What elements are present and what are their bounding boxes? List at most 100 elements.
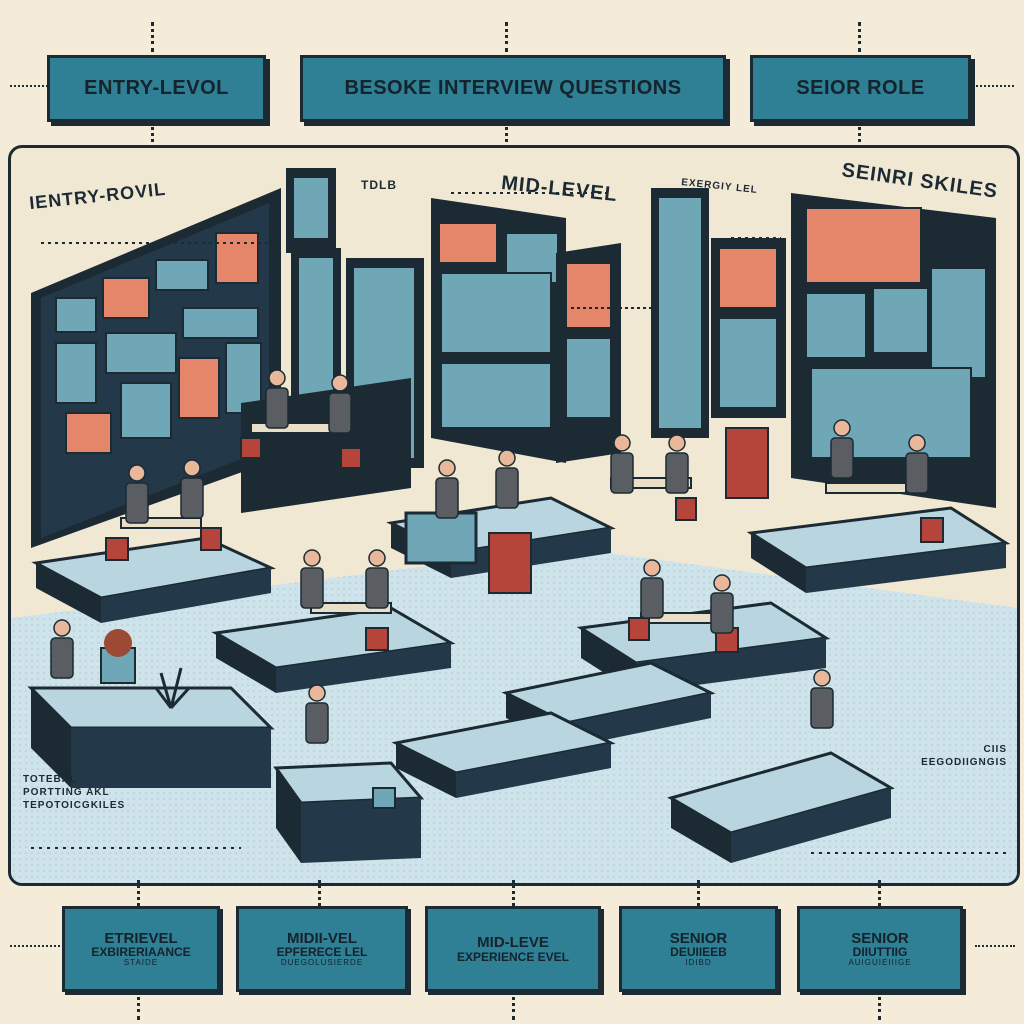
bottom-label-mid-2: MID-LEVE EXPERIENCE EVEL bbox=[425, 906, 601, 992]
bottom-label-senior-2-note: AUIGUIEIIIGE bbox=[848, 957, 912, 967]
card bbox=[215, 232, 259, 284]
table bbox=[250, 422, 332, 434]
reception-counter bbox=[27, 686, 275, 730]
bottom-label-senior-2-title: SENIOR bbox=[851, 929, 909, 947]
connector-horizontal-right bbox=[968, 85, 1014, 87]
bottom-label-entry: ETRIEVEL EXBIRERIAANCE STAIDE bbox=[62, 906, 220, 992]
chair bbox=[920, 517, 944, 543]
connector-bottom-horizontal-right bbox=[975, 945, 1015, 947]
table bbox=[120, 517, 202, 529]
display-bench-right-side bbox=[731, 788, 891, 863]
card bbox=[718, 317, 778, 409]
bottom-label-mid-2-title: MID-LEVE bbox=[477, 933, 549, 951]
connector-bottom-3 bbox=[512, 880, 515, 906]
chair bbox=[240, 437, 262, 459]
entry-level-header-label: ENTRY-LEVOL bbox=[84, 77, 229, 99]
connector-left-down bbox=[151, 120, 154, 148]
interview-questions-header: BESOKE INTERVIEW QUESTIONS bbox=[300, 55, 726, 122]
bottom-label-mid-1-title: MIDII-VEL bbox=[287, 929, 357, 947]
zone-tag-entry: TDLB bbox=[361, 178, 397, 192]
senior-role-header: SEIOR ROLE bbox=[750, 55, 971, 122]
display-bench-right-side bbox=[671, 798, 731, 863]
reception-counter-side bbox=[71, 728, 271, 788]
bottom-label-senior-1-subtitle: DEUIIEEB bbox=[670, 945, 727, 960]
illustration-panel: IENTRY-ROVIL TDLB MID-LEVEL EXERGIY LEL … bbox=[8, 145, 1020, 886]
platform-lower-left-side bbox=[216, 633, 276, 693]
card bbox=[102, 277, 150, 319]
card bbox=[182, 307, 259, 339]
bottom-label-senior-2-subtitle: DIIUTTIIG bbox=[852, 945, 908, 960]
tall-panel-card bbox=[294, 178, 328, 238]
card bbox=[155, 259, 209, 291]
plant bbox=[154, 667, 191, 710]
card bbox=[65, 412, 112, 454]
card bbox=[178, 357, 220, 419]
bottom-label-entry-note: STAIDE bbox=[123, 957, 159, 967]
cabinet bbox=[488, 532, 532, 594]
connector-top-left bbox=[151, 22, 154, 52]
plant-pot bbox=[372, 787, 396, 809]
connector-top-right bbox=[858, 22, 861, 52]
display-bench-lower-side bbox=[396, 743, 456, 798]
cabinet bbox=[725, 427, 769, 499]
connector-bottom-5 bbox=[878, 880, 881, 906]
chair bbox=[340, 447, 362, 469]
card bbox=[805, 292, 867, 359]
card bbox=[105, 332, 177, 374]
chair bbox=[200, 527, 222, 551]
bottom-label-entry-subtitle: EXBIRERIAANCE bbox=[91, 945, 191, 960]
connector-top-center bbox=[505, 22, 508, 52]
table bbox=[825, 482, 907, 494]
bottom-label-senior-1-note: IDIBD bbox=[685, 957, 712, 967]
card bbox=[565, 262, 612, 329]
platform-entry-side bbox=[36, 563, 101, 623]
connector-bottom-4 bbox=[697, 880, 700, 906]
tall-panel-card bbox=[659, 198, 701, 428]
bottom-label-senior-1: SENIOR DEUIIEEB IDIBD bbox=[619, 906, 778, 992]
reception-counter-side bbox=[31, 688, 71, 788]
side-note-left-line2: PORTTING AKL bbox=[23, 787, 110, 798]
platform-senior-side bbox=[806, 543, 1006, 593]
side-note-left: TOTEBAL PORTTING AKL TEPOTOICGKILES bbox=[23, 773, 125, 812]
side-note-right-line1: CIIS bbox=[983, 744, 1007, 755]
connector-bottom-2 bbox=[318, 880, 321, 906]
connector-right-down bbox=[858, 120, 861, 148]
connector-bottom-horizontal bbox=[10, 945, 60, 947]
isometric-office-illustration bbox=[11, 168, 1017, 883]
side-note-right: CIIS EEGODIIGNGIS bbox=[921, 743, 1007, 769]
card bbox=[930, 267, 987, 379]
card bbox=[872, 287, 929, 354]
connector-center-down bbox=[505, 120, 508, 148]
card bbox=[718, 247, 778, 309]
connector-horizontal-left bbox=[10, 85, 48, 87]
chair bbox=[675, 497, 697, 521]
bottom-label-mid-1: MIDII-VEL EPFERECE LEL DUEGOLUSIERDE bbox=[236, 906, 408, 992]
lower-desk-side bbox=[276, 768, 301, 863]
connector-bottom-below-1 bbox=[137, 990, 140, 1020]
platform-lower-left-side bbox=[276, 643, 451, 693]
bottom-label-mid-2-subtitle: EXPERIENCE EVEL bbox=[456, 949, 570, 964]
side-note-left-line3: TEPOTOICGKILES bbox=[23, 800, 126, 811]
lower-desk-side bbox=[301, 798, 421, 863]
chair bbox=[105, 537, 129, 561]
bottom-label-senior-2: SENIOR DIIUTTIIG AUIGUIEIIIGE bbox=[797, 906, 963, 992]
card bbox=[805, 207, 922, 284]
display-bench-side bbox=[566, 693, 711, 748]
person bbox=[50, 369, 929, 744]
chair bbox=[365, 627, 389, 651]
side-note-right-line2: EEGODIIGNGIS bbox=[921, 757, 1007, 768]
bottom-label-mid-1-note: DUEGOLUSIERDE bbox=[280, 957, 364, 967]
display-bench-lower-side bbox=[456, 743, 611, 798]
platform-senior-side bbox=[751, 533, 806, 593]
chair bbox=[628, 617, 650, 641]
interview-questions-header-label: BESOKE INTERVIEW QUESTIONS bbox=[344, 77, 682, 99]
bottom-label-entry-title: ETRIEVEL bbox=[104, 929, 178, 947]
card bbox=[440, 362, 552, 429]
platform-entry-side bbox=[101, 568, 271, 623]
connector-bottom-below-3 bbox=[512, 990, 515, 1020]
connector-bottom-below-5 bbox=[878, 990, 881, 1020]
card bbox=[55, 297, 97, 333]
bottom-label-mid-1-subtitle: EPFERECE LEL bbox=[276, 945, 368, 960]
entry-level-header: ENTRY-LEVOL bbox=[47, 55, 266, 122]
monitor bbox=[404, 511, 478, 565]
